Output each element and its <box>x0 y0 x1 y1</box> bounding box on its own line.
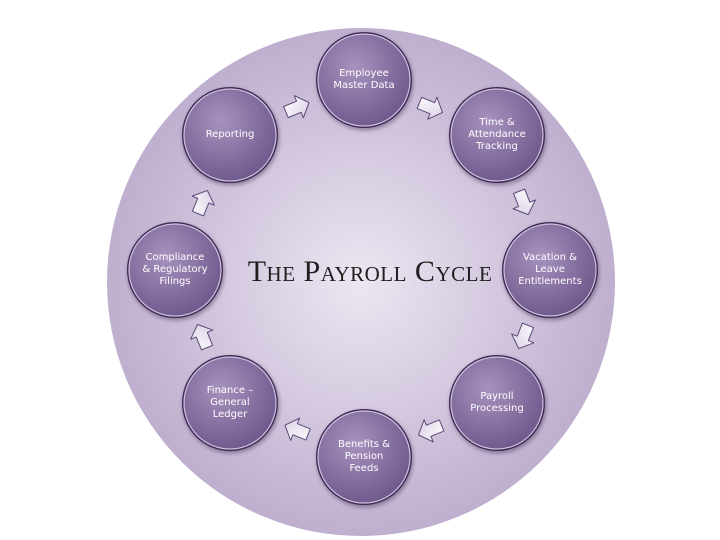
node-reporting[interactable] <box>182 87 278 183</box>
node-vacation-leave-entitlements[interactable] <box>502 222 598 318</box>
node-circle <box>317 410 411 504</box>
node-circle <box>183 88 277 182</box>
node-label-reporting: Reporting <box>205 129 255 140</box>
node-time-attendance-tracking[interactable] <box>449 87 545 183</box>
node-payroll-processing[interactable] <box>449 355 545 451</box>
flow-arrow-icon <box>417 419 445 443</box>
node-circle <box>450 356 544 450</box>
node-label-payroll-processing: Payroll Processing <box>470 391 524 414</box>
node-circle <box>317 33 411 127</box>
node-label-compliance-regulatory-filings: Compliance & Regulatory Filings <box>142 252 208 287</box>
node-label-time-attendance-tracking: Time & Attendance Tracking <box>468 117 526 152</box>
node-label-employee-master-data: Employee Master Data <box>333 68 395 91</box>
node-label-benefits-pension-feeds: Benefits & Pension Feeds <box>338 439 390 474</box>
diagram-title: The Payroll Cycle <box>247 255 493 288</box>
node-employee-master-data[interactable] <box>316 32 412 128</box>
flow-arrow-icon <box>284 417 311 441</box>
node-circle <box>503 223 597 317</box>
node-finance-general-ledger[interactable] <box>182 355 278 451</box>
node-label-vacation-leave-entitlements: Vacation & Leave Entitlements <box>518 252 582 287</box>
flow-arrow-icon <box>283 95 310 119</box>
flow-arrow-icon <box>190 323 214 351</box>
flow-arrow-icon <box>512 188 536 216</box>
node-benefits-pension-feeds[interactable] <box>316 409 412 505</box>
flow-arrow-icon <box>511 322 535 350</box>
flow-arrow-icon <box>416 96 444 120</box>
node-circle <box>450 88 544 182</box>
node-label-finance-general-ledger: Finance – General Ledger <box>206 385 254 420</box>
node-circle <box>128 223 222 317</box>
flow-arrow-icon <box>191 189 215 217</box>
node-circle <box>183 356 277 450</box>
node-compliance-regulatory-filings[interactable] <box>127 222 223 318</box>
